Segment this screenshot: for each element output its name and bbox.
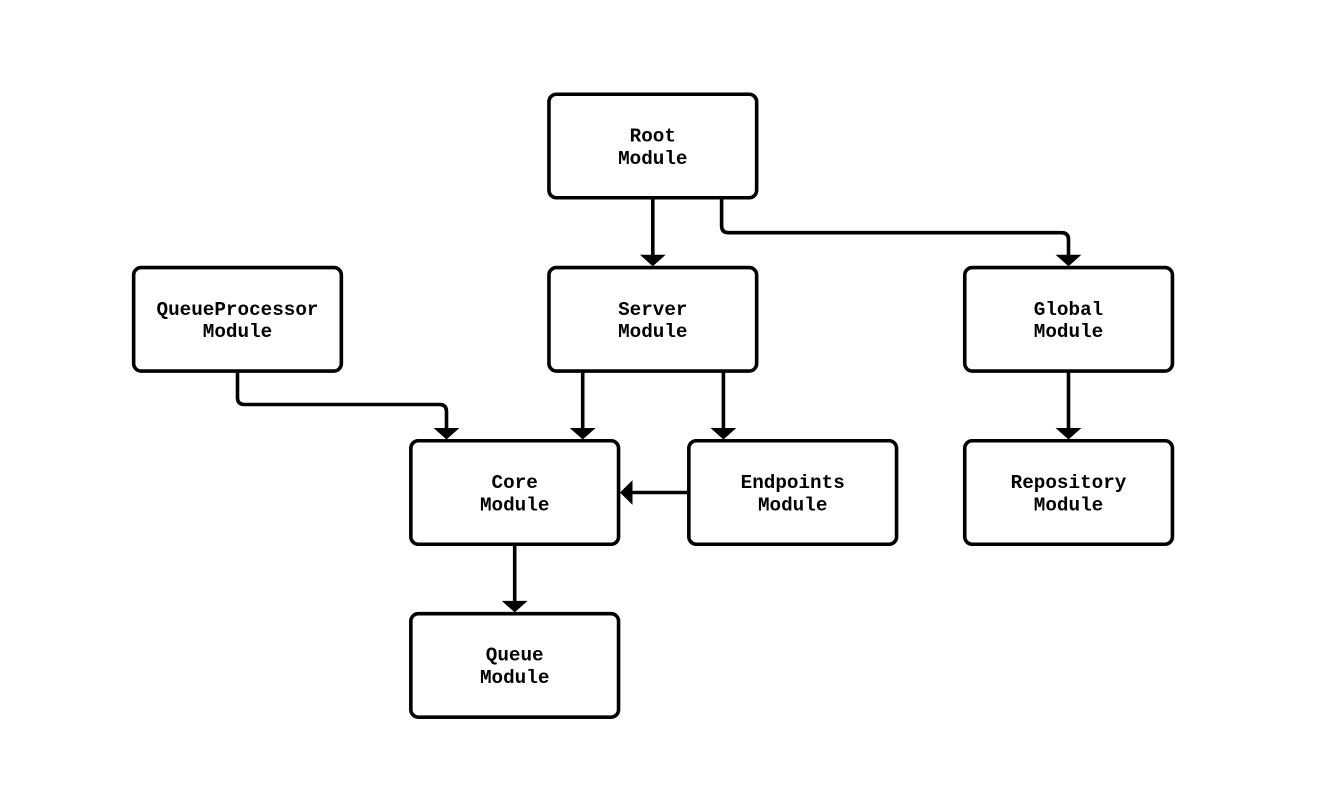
- svg-text:Module: Module: [1034, 321, 1103, 343]
- svg-text:QueueProcessor: QueueProcessor: [157, 299, 319, 321]
- svg-text:Queue: Queue: [486, 645, 544, 667]
- svg-text:Server: Server: [618, 299, 687, 321]
- svg-text:Root: Root: [630, 126, 676, 148]
- svg-text:Module: Module: [618, 148, 687, 170]
- svg-text:Module: Module: [203, 321, 272, 343]
- svg-text:Module: Module: [758, 494, 827, 516]
- svg-text:Module: Module: [480, 494, 549, 516]
- svg-text:Module: Module: [480, 667, 549, 689]
- svg-text:Module: Module: [1034, 494, 1103, 516]
- svg-text:Module: Module: [618, 321, 687, 343]
- svg-text:Global: Global: [1034, 299, 1103, 321]
- svg-text:Core: Core: [492, 472, 538, 494]
- svg-text:Repository: Repository: [1011, 472, 1127, 494]
- svg-text:Endpoints: Endpoints: [741, 472, 845, 494]
